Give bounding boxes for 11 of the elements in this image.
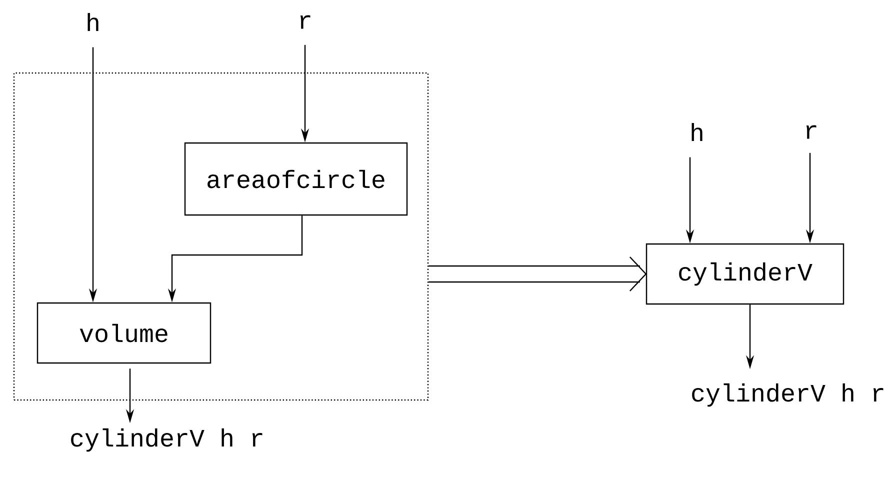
output-label: cylinderV h r bbox=[71, 428, 262, 452]
input-label: r bbox=[806, 125, 816, 139]
input-label: r bbox=[300, 15, 310, 29]
dotted-frame bbox=[13, 72, 429, 401]
function-box: volume bbox=[36, 302, 212, 364]
output-label: cylinderV h r bbox=[692, 383, 884, 407]
function-box: areaofcircle bbox=[184, 142, 408, 216]
function-box: cylinderV bbox=[646, 243, 844, 305]
input-label: h bbox=[88, 12, 98, 32]
transformation-arrow bbox=[428, 256, 647, 292]
input-label: h bbox=[692, 122, 702, 142]
